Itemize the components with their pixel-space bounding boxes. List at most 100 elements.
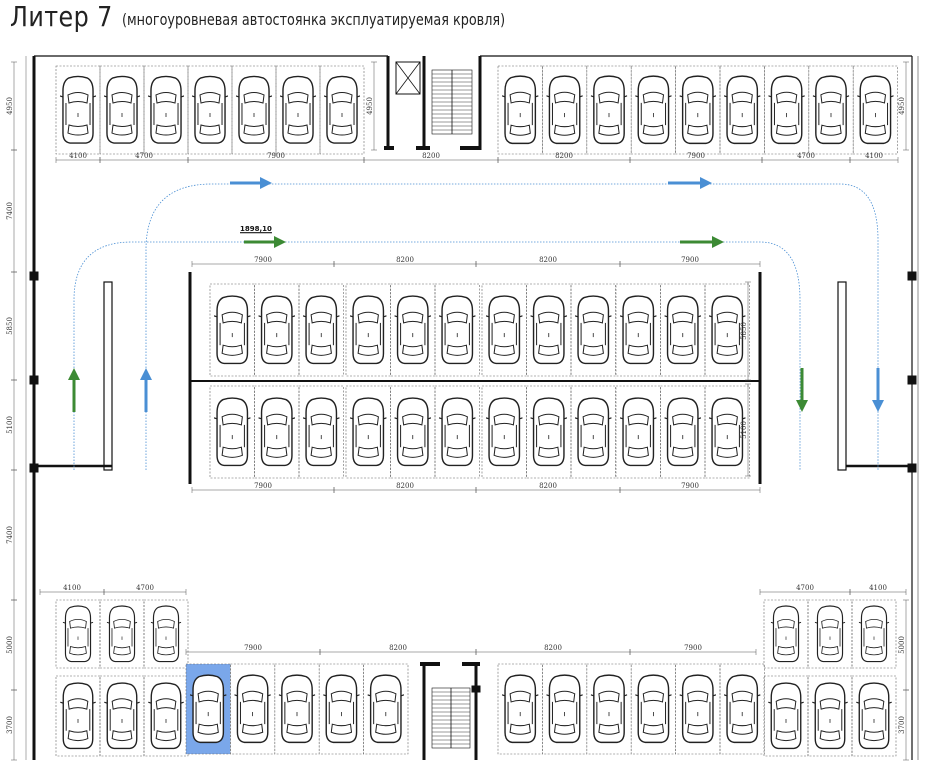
svg-text:4700: 4700 bbox=[135, 152, 153, 160]
car-icon bbox=[103, 682, 141, 750]
svg-text:7900: 7900 bbox=[684, 644, 702, 652]
dim-right-2: 5000 bbox=[898, 599, 909, 691]
car-icon bbox=[59, 75, 97, 144]
bottom-right-row-spot-3 bbox=[586, 663, 632, 755]
car-icon bbox=[235, 75, 273, 144]
dim-mid-bottom-4: 7900 bbox=[619, 482, 761, 493]
top-left-spot-4 bbox=[187, 65, 233, 155]
building-outline bbox=[25, 55, 919, 760]
dim-top-left-1: 4100 bbox=[55, 152, 101, 163]
car-icon bbox=[278, 674, 316, 744]
car-icon bbox=[303, 295, 340, 365]
car-icon bbox=[767, 682, 805, 750]
car-icon bbox=[679, 674, 717, 744]
mid-b-upper-spot-2 bbox=[390, 283, 436, 377]
car-icon bbox=[367, 674, 405, 744]
top-left-spot-6 bbox=[275, 65, 321, 155]
dim-top-right-4: 4100 bbox=[849, 152, 899, 163]
dim-stair-height: 4950 bbox=[366, 61, 377, 151]
car-icon bbox=[258, 295, 295, 365]
svg-text:7900: 7900 bbox=[254, 482, 272, 490]
mid-c-upper-spot-3 bbox=[570, 283, 616, 377]
svg-text:7400: 7400 bbox=[6, 202, 14, 220]
svg-text:4950: 4950 bbox=[898, 97, 906, 115]
title-main: Литер 7 bbox=[10, 0, 113, 33]
svg-text:4100: 4100 bbox=[69, 152, 87, 160]
bottom-left-upper-spot-3 bbox=[143, 599, 189, 669]
svg-text:4100: 4100 bbox=[865, 152, 883, 160]
svg-text:8200: 8200 bbox=[422, 152, 440, 160]
car-icon bbox=[350, 295, 387, 365]
svg-text:8200: 8200 bbox=[396, 482, 414, 490]
svg-text:7900: 7900 bbox=[244, 644, 262, 652]
mid-a-upper-spot-2 bbox=[254, 283, 300, 377]
direction-arrows bbox=[68, 177, 884, 412]
dim-bottom-mid-1: 7900 bbox=[185, 644, 321, 655]
car-icon bbox=[855, 682, 893, 750]
mid-a-lower-spot-1 bbox=[209, 385, 255, 479]
svg-text:8200: 8200 bbox=[544, 644, 562, 652]
svg-text:4100: 4100 bbox=[63, 584, 81, 592]
dim-mid-top-2: 8200 bbox=[333, 256, 477, 267]
bottom-row-spot-3 bbox=[274, 663, 320, 755]
dim-bottom-mid-2: 8200 bbox=[319, 644, 477, 655]
svg-text:4700: 4700 bbox=[796, 584, 814, 592]
car-icon bbox=[635, 75, 672, 145]
top-right-spot-9 bbox=[852, 65, 898, 155]
bottom-left-upper-spot-2 bbox=[99, 599, 145, 669]
svg-text:7900: 7900 bbox=[267, 152, 285, 160]
top-right-spot-1 bbox=[497, 65, 543, 155]
mid-b-lower-spot-1 bbox=[345, 385, 391, 479]
mid-c-upper-spot-2 bbox=[526, 283, 572, 377]
car-icon bbox=[350, 397, 387, 467]
dim-left-2: 7400 bbox=[6, 149, 17, 273]
svg-text:7400: 7400 bbox=[6, 526, 14, 544]
svg-text:7900: 7900 bbox=[681, 482, 699, 490]
bottom-right-upper-spot-3 bbox=[851, 599, 897, 669]
mid-d-lower-spot-2 bbox=[660, 385, 706, 479]
top-right-spot-3 bbox=[586, 65, 632, 155]
car-icon bbox=[620, 295, 657, 365]
dim-bottom-right-2: 4100 bbox=[849, 584, 907, 595]
dim-mid-right-1: 5850 bbox=[740, 281, 751, 381]
dim-top-right-1: 8200 bbox=[497, 152, 631, 163]
car-icon bbox=[723, 75, 761, 145]
car-icon bbox=[214, 397, 251, 467]
mid-a-lower-spot-2 bbox=[254, 385, 300, 479]
top-left-spot-5 bbox=[231, 65, 277, 155]
elevation-label: 1898,10 bbox=[240, 225, 272, 233]
bottom-left-lower-spot-1 bbox=[55, 675, 101, 757]
dim-top-left-3: 7900 bbox=[187, 152, 365, 163]
bottom-left-lower-spot-2 bbox=[99, 675, 145, 757]
car-icon bbox=[679, 75, 717, 145]
bottom-left-lower-spot-3 bbox=[143, 675, 189, 757]
car-icon bbox=[62, 605, 94, 663]
car-icon bbox=[664, 397, 701, 467]
car-icon bbox=[620, 397, 657, 467]
car-icon bbox=[501, 674, 539, 744]
dimension-lines: 4100 4700 7900 8200 8200 7900 4700 4100 7900 8200… bbox=[6, 61, 909, 761]
car-icon bbox=[323, 674, 360, 744]
title-subtitle: (многоуровневая автостоянка эксплуатируе… bbox=[122, 10, 506, 29]
svg-text:8200: 8200 bbox=[555, 152, 573, 160]
bottom-right-row-spot-5 bbox=[675, 663, 721, 755]
car-icon bbox=[812, 75, 850, 145]
car-icon bbox=[811, 682, 849, 750]
bottom-right-row-spot-4 bbox=[630, 663, 676, 755]
dim-top-left-2: 4700 bbox=[99, 152, 189, 163]
car-icon bbox=[279, 75, 317, 144]
car-icon bbox=[635, 674, 672, 744]
mid-d-lower-spot-1 bbox=[615, 385, 661, 479]
mid-a-upper-spot-3 bbox=[298, 283, 344, 377]
car-icon bbox=[768, 75, 805, 145]
bottom-right-lower-spot-2 bbox=[807, 675, 853, 757]
dim-bottom-right-1: 4700 bbox=[759, 584, 851, 595]
car-icon bbox=[214, 295, 251, 365]
dim-right-1: 4950 bbox=[898, 61, 909, 151]
dim-mid-bottom-2: 8200 bbox=[333, 482, 477, 493]
car-icon bbox=[394, 397, 431, 467]
traffic-routes bbox=[73, 183, 879, 470]
dim-bottom-left-2: 4700 bbox=[103, 584, 187, 595]
svg-text:4100: 4100 bbox=[869, 584, 887, 592]
